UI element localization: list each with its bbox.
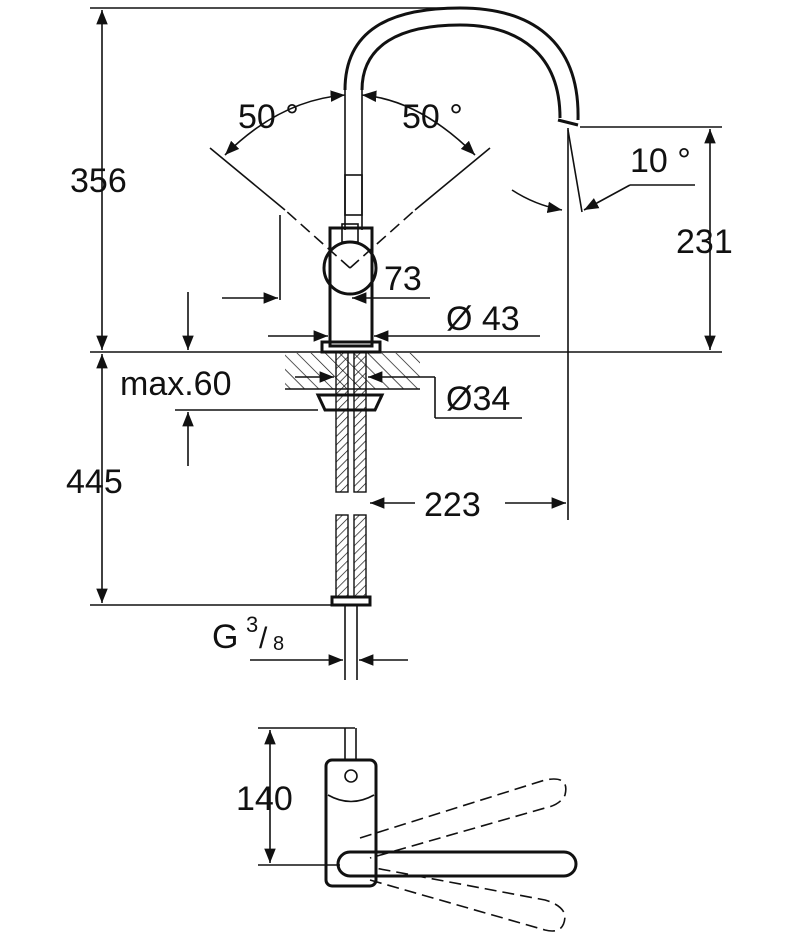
label-reach: 223 bbox=[424, 486, 481, 524]
svg-text:8: 8 bbox=[273, 633, 284, 655]
faucet-body bbox=[320, 223, 382, 354]
label-body-diameter: Ø 43 bbox=[446, 300, 520, 338]
label-swivel-left: 50 ° bbox=[238, 98, 299, 136]
svg-text:G: G bbox=[212, 618, 238, 656]
worktop-hatch bbox=[285, 353, 420, 389]
supply-hoses bbox=[315, 351, 385, 680]
label-max-thickness: max.60 bbox=[120, 365, 232, 403]
label-height-total: 356 bbox=[70, 162, 127, 200]
label-swivel-right: 50 ° bbox=[402, 98, 463, 136]
label-top-view-depth: 140 bbox=[236, 780, 293, 818]
label-spout-height: 231 bbox=[676, 223, 733, 261]
label-hole-diameter: Ø34 bbox=[446, 380, 510, 418]
svg-text:/: / bbox=[259, 622, 268, 655]
label-spout-angle: 10 ° bbox=[630, 142, 691, 180]
svg-text:3: 3 bbox=[246, 612, 258, 637]
label-hose-length: 445 bbox=[66, 463, 123, 501]
top-view bbox=[258, 727, 578, 932]
label-handle-dim: 73 bbox=[384, 260, 422, 298]
label-connection-thread: G 3 / 8 bbox=[212, 612, 284, 656]
